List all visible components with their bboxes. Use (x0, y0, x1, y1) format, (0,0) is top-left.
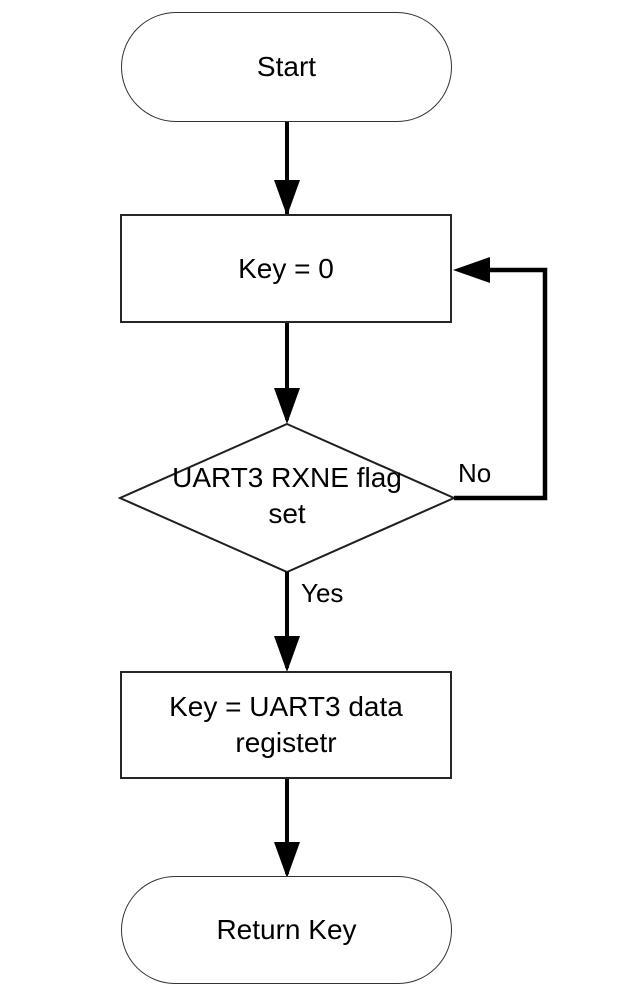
arrowhead-down-icon (274, 180, 300, 216)
edge-yes-label: Yes (301, 578, 344, 608)
node-decision-label-line2: set (268, 498, 306, 529)
node-init-label: Key = 0 (238, 252, 334, 284)
node-init-process: Key = 0 (120, 214, 452, 323)
connector-start-to-init (274, 120, 300, 216)
node-read-process: Key = UART3 data registetr (120, 671, 452, 779)
arrowhead-left-icon (453, 257, 490, 283)
connector-init-to-decision (274, 322, 300, 424)
node-start-terminator: Start (121, 12, 452, 122)
arrowhead-down-icon (274, 842, 300, 878)
node-read-label-line1: Key = UART3 data (169, 691, 403, 722)
node-read-label: Key = UART3 data registetr (169, 689, 403, 761)
arrowhead-down-icon (274, 388, 300, 424)
arrowhead-down-icon (274, 636, 300, 672)
connector-decision-no-loop (453, 257, 548, 501)
node-end-terminator: Return Key (121, 876, 452, 984)
node-read-label-line2: registetr (235, 727, 337, 758)
node-start-label: Start (256, 51, 317, 82)
connector-decision-yes (274, 572, 300, 672)
edge-no-label: No (458, 458, 492, 488)
node-decision-label-line1: UART3 RXNE flag (172, 462, 402, 493)
connector-read-to-end (274, 778, 300, 878)
node-end-label: Return Key (216, 914, 357, 945)
node-decision-label: UART3 RXNE flag set (137, 460, 437, 532)
